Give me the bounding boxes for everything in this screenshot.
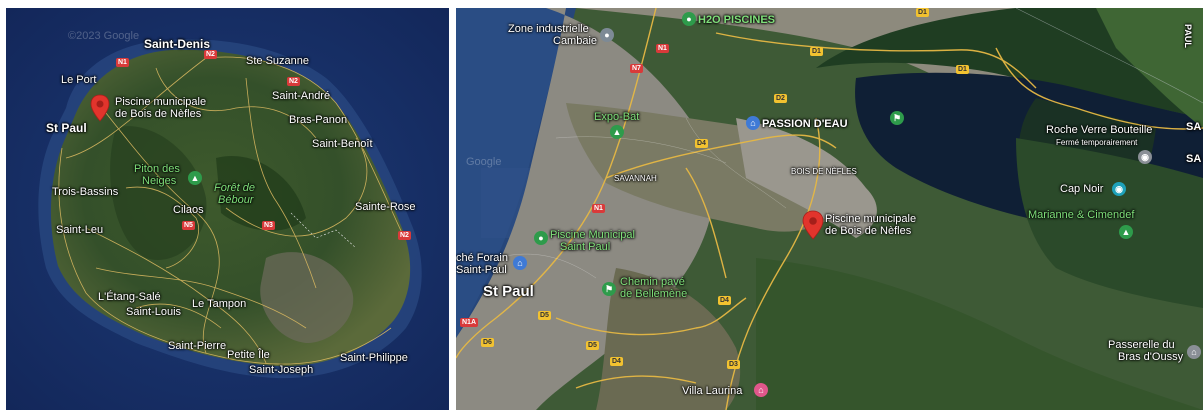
island-satellite-imagery: [6, 8, 449, 410]
zoomed-satellite-imagery: [456, 8, 1203, 410]
road-shield-n1: N1: [592, 204, 605, 213]
park-icon: ▲: [1119, 225, 1133, 239]
road-shield-d2: D2: [774, 94, 787, 103]
city-label-cilaos: Cilaos: [173, 204, 204, 216]
map-pin-icon: [90, 94, 110, 122]
map-pin-icon: [802, 210, 824, 240]
poi-label-expo: Expo-Bat: [594, 111, 640, 123]
label-cambaie: Cambaie: [553, 35, 598, 47]
edge-label-sa: SA: [1186, 153, 1202, 165]
poi-label-chemin-1: Chemin pavé: [620, 276, 685, 288]
poi-label-h2o: H2O PISCINES: [698, 14, 776, 26]
road-shield-d1: D1: [956, 65, 969, 74]
city-label-sainte-rose: Sainte-Rose: [355, 201, 416, 213]
label-zone-industrielle: Zone industrielle: [508, 23, 589, 35]
road-shield-d4: D4: [695, 139, 708, 148]
pin-label-line1: Piscine municipale: [825, 213, 917, 225]
city-label-ste-suzanne: Ste Suzanne: [246, 55, 309, 67]
store-bag-icon: ⌂: [746, 116, 760, 130]
poi-label-line1: Piton des: [134, 163, 180, 175]
road-shield-n1: N1: [656, 44, 669, 53]
bridge-icon: ⌂: [1187, 345, 1201, 359]
road-shield-d5: D5: [586, 341, 599, 350]
road-shield-n1: N1: [116, 58, 129, 67]
industrial-icon: ●: [600, 28, 614, 42]
forest-label-line2: Bébour: [218, 194, 254, 206]
road-shield-n5: N5: [182, 221, 195, 230]
pool-pin-icon: ●: [534, 231, 548, 245]
store-icon: ▲: [610, 125, 624, 139]
forest-label-line1: Forêt de: [214, 182, 255, 194]
city-label-etang-sale: L'Étang-Salé: [98, 291, 161, 303]
city-label-bras-panon: Bras-Panon: [289, 114, 348, 126]
viewpoint-icon: ◉: [1112, 182, 1126, 196]
road-shield-n2: N2: [398, 231, 411, 240]
map-watermark: Google: [466, 156, 502, 168]
road-shield-n2: N2: [287, 77, 300, 86]
city-label-saint-benoit: Saint-Benoît: [312, 138, 373, 150]
edge-label-sa: SA: [1186, 121, 1202, 133]
poi-status-closed: Fermé temporairement: [1056, 138, 1138, 147]
island-overview-map[interactable]: ©2023 Google Saint-Denis Ste Suzanne Le …: [6, 8, 449, 410]
poi-label-passion: PASSION D'EAU: [762, 118, 848, 130]
poi-label-line2: Neiges: [142, 175, 177, 187]
poi-label-piscine-sp-2: Saint Paul: [560, 241, 611, 253]
city-label-le-tampon: Le Tampon: [192, 298, 247, 310]
road-shield-n2: N2: [204, 50, 217, 59]
label-savannah: SAVANNAH: [614, 174, 657, 183]
edge-label-paul: PAUL: [1183, 24, 1193, 48]
park-icon: ▲: [188, 171, 202, 185]
city-label-saint-denis: Saint-Denis: [144, 37, 211, 51]
road-shield-d1: D1: [810, 47, 823, 56]
poi-label-forain-1: ché Forain: [456, 252, 508, 264]
camera-icon: ◉: [1138, 150, 1152, 164]
hiking-icon[interactable]: ⚑: [890, 111, 904, 125]
city-label-saint-andre: Saint-André: [272, 90, 331, 102]
shopping-pin-icon: ●: [682, 12, 696, 26]
lodging-icon: ⌂: [754, 383, 768, 397]
road-shield-d1: D1: [916, 8, 929, 17]
poi-label-villa: Villa Laurina: [682, 385, 743, 397]
road-shield-n1a: N1A: [460, 318, 479, 327]
city-label-saint-joseph: Saint-Joseph: [249, 364, 314, 376]
poi-label-passerelle-1: Passerelle du: [1108, 339, 1175, 351]
zoomed-satellite-map[interactable]: Google Zone industrielle Cambaie ● ● H2O…: [456, 8, 1203, 410]
poi-label-roche: Roche Verre Bouteille: [1046, 124, 1153, 136]
pin-label-line1: Piscine municipale: [115, 96, 207, 108]
city-label-trois-bassins: Trois-Bassins: [52, 186, 119, 198]
road-shield-d4: D4: [718, 296, 731, 305]
poi-label-forain-2: Saint-Paul: [456, 264, 507, 276]
poi-label-cap-noir: Cap Noir: [1060, 183, 1104, 195]
city-label-saint-philippe: Saint-Philippe: [340, 352, 408, 364]
poi-label-passerelle-2: Bras d'Oussy: [1118, 351, 1184, 363]
pin-label-line2: de Bois de Nèfles: [115, 108, 202, 120]
city-label-le-port: Le Port: [61, 74, 97, 86]
shopping-bag-icon: ⌂: [513, 256, 527, 270]
road-shield-d4: D4: [610, 357, 623, 366]
city-label-saint-leu: Saint-Leu: [56, 224, 104, 236]
city-label-st-paul: St Paul: [483, 283, 534, 300]
road-shield-d5: D5: [538, 311, 551, 320]
city-label-st-paul: St Paul: [46, 121, 87, 135]
location-pin-piscine[interactable]: [802, 210, 824, 240]
poi-label-chemin-2: de Bellemène: [620, 288, 688, 300]
road-shield-d6: D6: [481, 338, 494, 347]
city-label-petite-ile: Petite Île: [227, 349, 270, 361]
pin-label-line2: de Bois de Nèfles: [825, 225, 912, 237]
city-label-saint-pierre: Saint-Pierre: [168, 340, 227, 352]
road-shield-n3: N3: [262, 221, 275, 230]
road-shield-n7: N7: [630, 64, 643, 73]
hiking-icon: ⚑: [602, 282, 616, 296]
poi-label-marianne: Marianne & Cimendef: [1028, 209, 1135, 221]
label-bois-de-nefles: BOIS DE NÈFLES: [791, 167, 857, 176]
map-watermark: ©2023 Google: [68, 30, 140, 42]
poi-label-piscine-sp-1: Piscine Municipal: [550, 229, 635, 241]
city-label-saint-louis: Saint-Louis: [126, 306, 182, 318]
road-shield-d3: D3: [727, 360, 740, 369]
location-pin-piscine[interactable]: [90, 94, 110, 122]
